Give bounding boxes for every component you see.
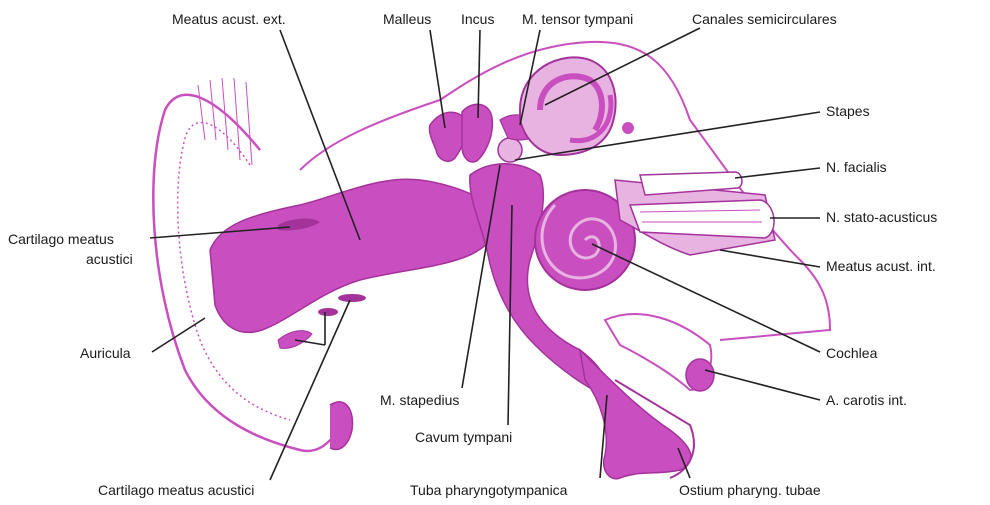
cartilage-piece-4 — [338, 294, 366, 302]
label-incus: Incus — [461, 11, 494, 28]
label-n-facialis: N. facialis — [826, 159, 887, 176]
label-canales-semicirculares: Canales semicirculares — [692, 11, 837, 28]
stapes-shape — [498, 138, 522, 162]
label-cartilago-meatus-line2: acustici — [86, 251, 133, 268]
meatus-acust-ext-shape — [210, 179, 504, 332]
leader-auricula — [152, 318, 205, 352]
label-malleus: Malleus — [383, 11, 431, 28]
malleus-shape — [429, 112, 466, 161]
label-ostium-pharyng-tubae: Ostium pharyng. tubae — [679, 482, 821, 499]
leader-a-carotis-int — [705, 370, 820, 400]
a-carotis-int-shape — [686, 359, 714, 391]
leader-meatus-acust-int — [720, 250, 820, 267]
label-m-stapedius: M. stapedius — [380, 392, 459, 409]
label-cochlea: Cochlea — [826, 345, 877, 362]
label-cartilago-meatus-acustici-bottom: Cartilago meatus acustici — [98, 482, 254, 499]
incus-shape — [462, 104, 492, 162]
label-stapes: Stapes — [826, 103, 870, 120]
cartilage-piece-3 — [318, 308, 338, 316]
earlobe — [330, 402, 353, 450]
label-cavum-tympani: Cavum tympani — [415, 429, 512, 446]
leader-cartilago-bottom — [270, 300, 350, 480]
label-tuba-pharyngotympanica: Tuba pharyngotympanica — [410, 482, 567, 499]
leader-malleus — [430, 30, 445, 128]
cartilage-piece-2 — [278, 331, 312, 349]
label-n-stato-acusticus: N. stato-acusticus — [826, 209, 937, 226]
auricula-hatch — [198, 78, 252, 165]
label-meatus-acust-ext: Meatus acust. ext. — [172, 11, 286, 28]
leader-n-facialis — [735, 168, 820, 178]
label-meatus-acust-int: Meatus acust. int. — [826, 258, 936, 275]
label-a-carotis-int: A. carotis int. — [826, 392, 907, 409]
label-cartilago-meatus-line1: Cartilago meatus — [8, 231, 114, 248]
label-m-tensor-tympani: M. tensor tympani — [522, 11, 633, 28]
canal-ampulla — [622, 122, 634, 134]
n-stato-acusticus-shape — [630, 200, 774, 238]
label-auricula: Auricula — [80, 345, 131, 362]
